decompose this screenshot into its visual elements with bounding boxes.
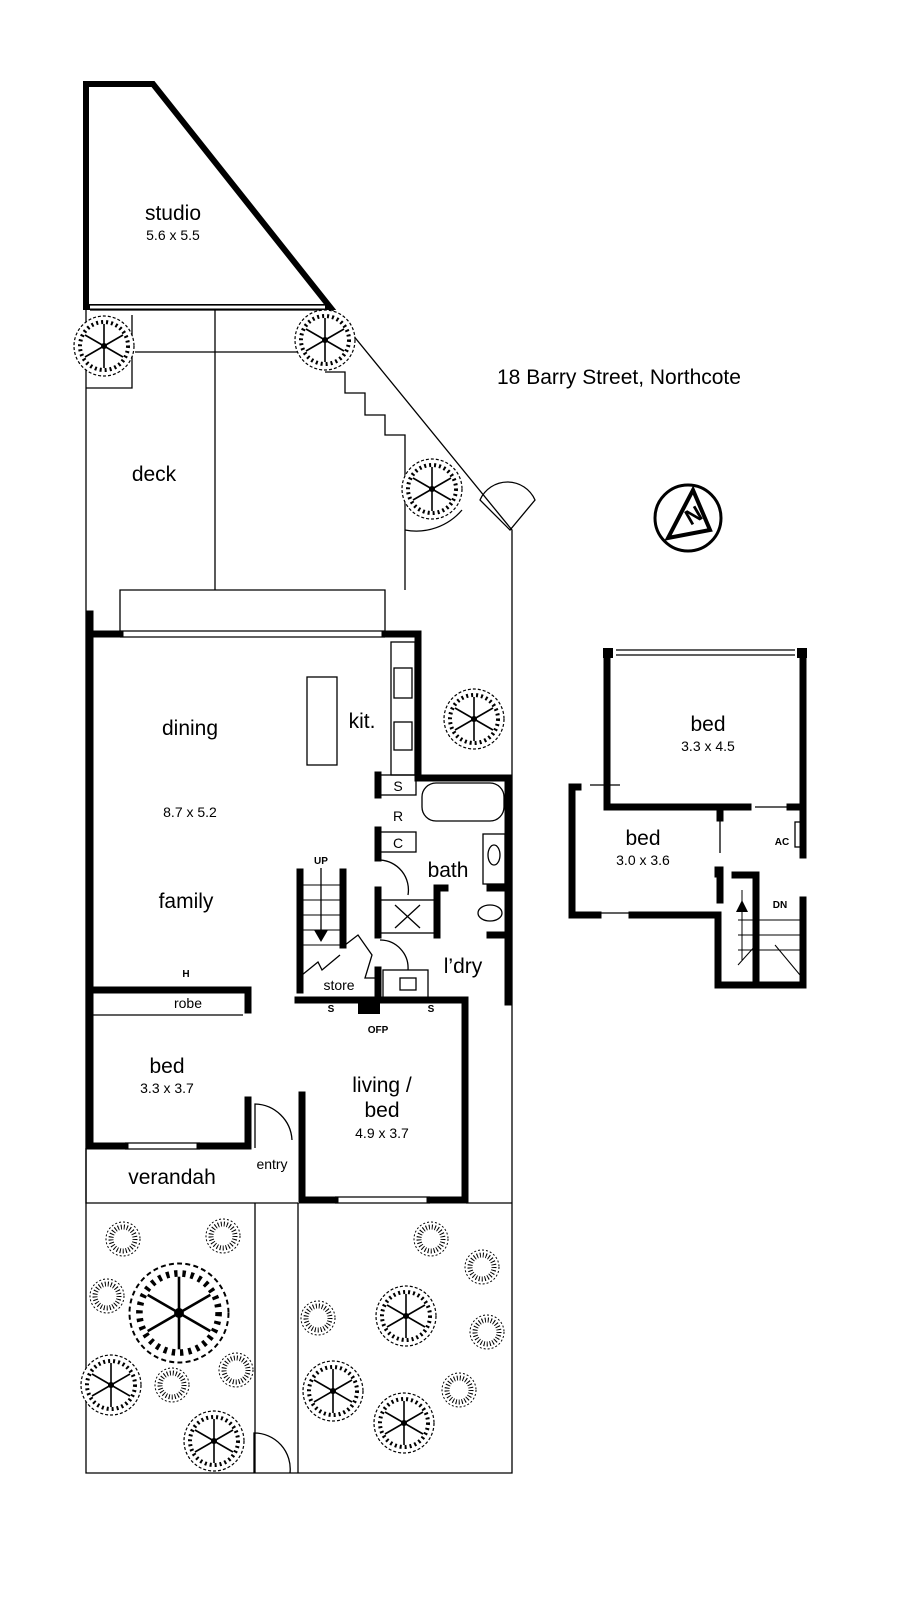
upper-bed1-label: bed	[690, 713, 725, 736]
living-dimensions: 4.9 x 3.7	[355, 1125, 409, 1141]
kitchen-label: kit.	[349, 710, 376, 733]
upper-bed2-dimensions: 3.0 x 3.6	[616, 852, 670, 868]
shrub-icon	[414, 1222, 448, 1256]
kitchen-fixtures: kit. S R C	[306, 641, 417, 853]
upper-bed2-label: bed	[625, 827, 660, 850]
tree-icon	[79, 1353, 143, 1417]
shrub-icon	[465, 1250, 499, 1284]
r-code: R	[393, 808, 403, 824]
shrub-icon	[90, 1279, 124, 1313]
open-fireplace-code: OFP	[368, 1025, 389, 1036]
verandah-label: verandah	[128, 1166, 216, 1189]
tree-icon	[374, 1284, 438, 1348]
site-boundary	[85, 306, 536, 1474]
bed-label: bed	[149, 1055, 184, 1078]
tree-icon	[293, 308, 357, 372]
shrub-icon	[442, 1373, 476, 1407]
c-code: C	[393, 835, 403, 851]
dn-label: DN	[773, 900, 787, 911]
stairs: UP store	[296, 856, 378, 994]
ac-label: AC	[775, 837, 789, 848]
bed-dimensions: 3.3 x 3.7	[140, 1080, 194, 1096]
shrub-icon	[219, 1353, 253, 1387]
tree-icon	[442, 687, 506, 751]
up-label: UP	[314, 856, 328, 867]
tree-icon	[372, 1391, 436, 1455]
shrub-icon	[206, 1219, 240, 1253]
heater-code: H	[182, 969, 189, 980]
upper-floor: bed 3.3 x 4.5 bed 3.0 x 3.6 AC DN	[568, 648, 807, 989]
living-bed-label: bed	[364, 1099, 399, 1122]
shrub-icon	[155, 1368, 189, 1402]
shrub-icon	[106, 1222, 140, 1256]
s-code: S	[393, 778, 402, 794]
studio-label: studio	[145, 202, 201, 225]
shrub-icon	[301, 1301, 335, 1335]
dining-label: dining	[162, 717, 218, 740]
tree-icon	[130, 1264, 229, 1363]
family-label: family	[159, 890, 214, 913]
tree-icon	[182, 1409, 246, 1473]
s-code-left: S	[328, 1004, 335, 1015]
bath-fixtures: bath l’dry	[379, 782, 506, 999]
deck-label: deck	[132, 463, 177, 486]
north-compass-icon: N	[653, 483, 723, 553]
house-walls	[86, 610, 512, 1204]
deck: deck	[86, 310, 463, 632]
tree-icon	[72, 314, 136, 378]
studio-dimensions: 5.6 x 5.5	[146, 227, 200, 243]
dining-family-dimensions: 8.7 x 5.2	[163, 804, 217, 820]
tree-icon	[301, 1359, 365, 1423]
property-address: 18 Barry Street, Northcote	[497, 366, 741, 389]
shrub-icon	[470, 1315, 504, 1349]
entry-label: entry	[256, 1156, 287, 1172]
robe-label: robe	[174, 995, 202, 1011]
laundry-label: l’dry	[444, 955, 483, 978]
studio: studio 5.6 x 5.5	[83, 81, 337, 311]
s-code-right: S	[428, 1004, 435, 1015]
tree-icon	[400, 457, 464, 521]
living-label: living /	[352, 1074, 412, 1097]
bath-label: bath	[428, 859, 469, 882]
upper-bed1-dimensions: 3.3 x 4.5	[681, 738, 735, 754]
store-label: store	[323, 977, 354, 993]
